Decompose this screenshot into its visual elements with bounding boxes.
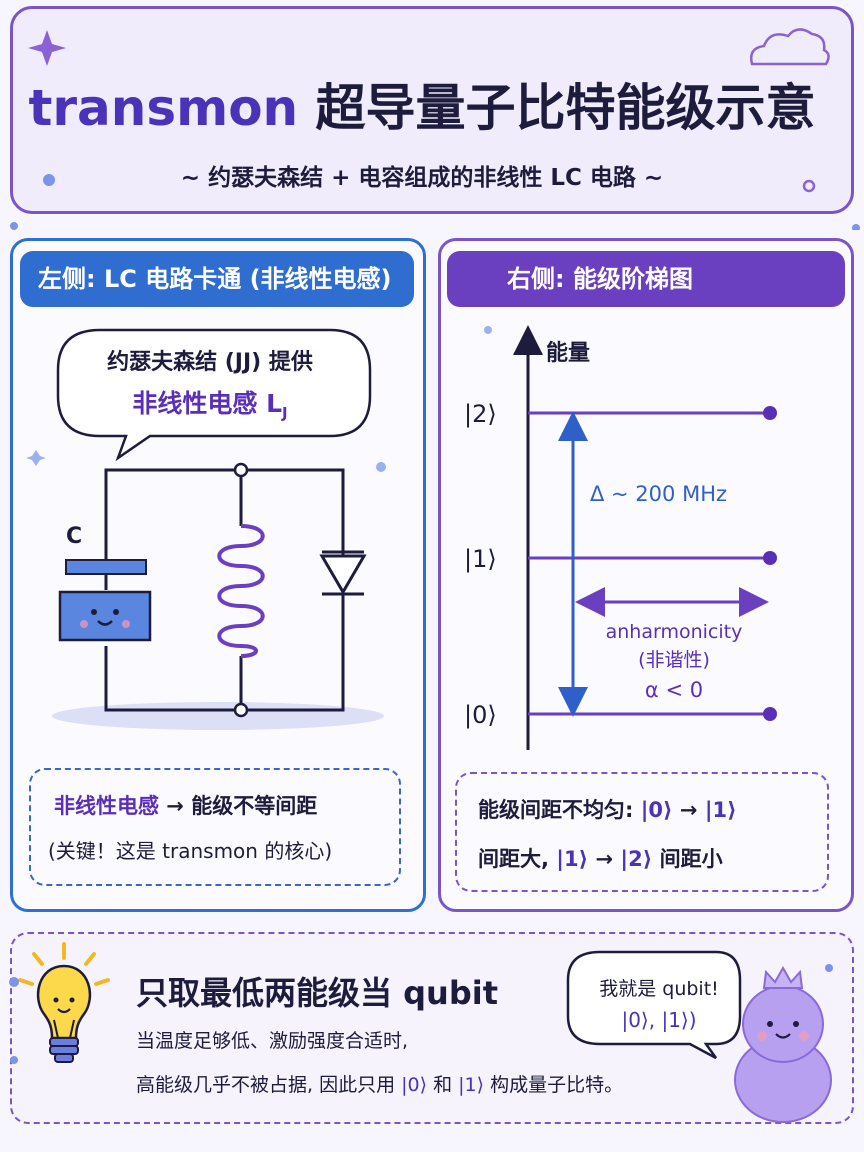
bottom-line2-text-b: 构成量子比特。 xyxy=(484,1074,624,1096)
energy-ladder-diagram: 能量 |2⟩ |1⟩ |0⟩ Δ ~ 200 MHz anharmonicity… xyxy=(464,325,777,750)
dot-decoration xyxy=(43,174,55,186)
right-note-line2: 间距大, |1⟩ → |2⟩ 间距小 xyxy=(478,843,723,873)
lc-circuit-diagram xyxy=(26,328,386,730)
bottom-line2-mid: 和 xyxy=(427,1074,459,1096)
ket-1: |1⟩ xyxy=(556,847,589,871)
ket-0: |0⟩ xyxy=(640,798,673,822)
capacitor-body xyxy=(58,590,152,642)
left-panel-heading: 左侧: LC 电路卡通 (非线性电感) xyxy=(20,251,414,307)
ket-2: |2⟩ xyxy=(620,847,653,871)
arrow-text: → xyxy=(588,847,621,871)
right-panel xyxy=(438,238,854,912)
speech-bubble xyxy=(56,328,372,462)
level-2-label: |2⟩ xyxy=(464,400,497,428)
ket-0: |0⟩ xyxy=(401,1074,428,1096)
ket-1: |1⟩ xyxy=(704,798,737,822)
sparkle-icon xyxy=(28,30,66,66)
right-note-line1: 能级间距不均匀: |0⟩ → |1⟩ xyxy=(478,794,737,824)
right-note-text-a: 能级间距不均匀: xyxy=(478,798,641,822)
level-0-label: |0⟩ xyxy=(464,701,497,729)
bottom-line1: 当温度足够低、激励强度合适时, xyxy=(136,1030,409,1052)
level-1: |1⟩ xyxy=(464,545,777,573)
right-note-text-b: 间距大, xyxy=(478,847,557,871)
ket-1: |1⟩ xyxy=(458,1074,485,1096)
qubit-bubble-line2: |0⟩, |1⟩) xyxy=(621,1008,697,1032)
anharmonicity-label: anharmonicity xyxy=(606,621,743,643)
right-note-box xyxy=(455,772,829,892)
arrow-text: → xyxy=(672,798,705,822)
page-subtitle: ~ 约瑟夫森结 + 电容组成的非线性 LC 电路 ~ xyxy=(180,165,664,191)
capacitor-label: C xyxy=(66,524,83,549)
inductor-coil xyxy=(217,524,265,658)
circuit-shadow xyxy=(52,702,384,730)
capacitor-plate xyxy=(65,559,147,575)
header-banner xyxy=(10,6,854,214)
left-note-highlight: 非线性电感 xyxy=(54,794,159,818)
speech-bubble-line2: 非线性电感 LJ xyxy=(60,384,360,422)
junction-node-bottom xyxy=(233,702,249,718)
lightbulb-icon xyxy=(18,942,110,1063)
level-1-label: |1⟩ xyxy=(464,545,497,573)
bottom-illustrations xyxy=(9,942,833,1123)
bottom-line2: 高能级几乎不被占据, 因此只用 |0⟩ 和 |1⟩ 构成量子比特。 xyxy=(136,1070,623,1097)
energy-axis-label: 能量 xyxy=(546,340,590,366)
level-0: |0⟩ xyxy=(464,701,777,729)
ring-decoration xyxy=(802,179,816,193)
title-chinese: 超导量子比特能级示意 xyxy=(298,79,816,137)
title-latin: transmon xyxy=(28,79,299,137)
left-note-box xyxy=(29,768,401,886)
qubit-speech-bubble xyxy=(566,950,742,1060)
left-note-rest: → 能级不等间距 xyxy=(159,794,318,818)
speech-line2-text: 非线性电感 L xyxy=(132,389,283,418)
page-title: transmon 超导量子比特能级示意 xyxy=(0,68,844,140)
speech-bubble-line1: 约瑟夫森结 (JJ) 提供 xyxy=(107,350,313,375)
level-2: |2⟩ xyxy=(464,400,777,428)
right-note-text-c: 间距小 xyxy=(652,847,723,871)
speech-line2-subscript: J xyxy=(282,404,288,422)
header-decorations xyxy=(10,28,860,230)
junction-node-top xyxy=(233,462,249,478)
cloud-icon xyxy=(750,28,830,66)
qubit-mascot-icon xyxy=(734,965,832,1123)
anharmonicity-cn-label: (非谐性) xyxy=(638,649,710,671)
bottom-line2-text-a: 高能级几乎不被占据, 因此只用 xyxy=(136,1074,402,1096)
right-panel-heading: 右侧: 能级阶梯图 xyxy=(447,251,845,307)
alpha-label: α < 0 xyxy=(645,678,703,702)
diode-symbol xyxy=(319,550,367,596)
qubit-bubble-line1: 我就是 qubit! xyxy=(599,978,719,1000)
delta-label: Δ ~ 200 MHz xyxy=(590,482,727,506)
left-note-line1: 非线性电感 → 能级不等间距 xyxy=(54,790,317,820)
bottom-title: 只取最低两能级当 qubit xyxy=(136,974,499,1012)
left-note-line2: (关键！这是 transmon 的核心) xyxy=(48,839,333,863)
